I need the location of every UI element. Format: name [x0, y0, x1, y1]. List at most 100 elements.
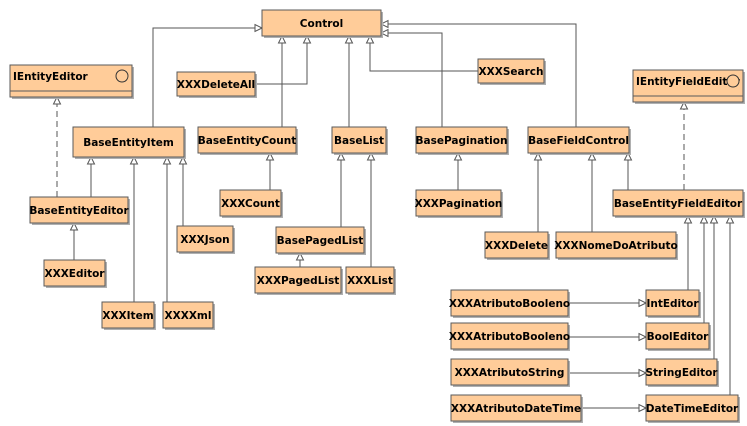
class-xxxsearch[interactable]: XXXSearch [477, 58, 546, 85]
class-name: XXXNomeDoAtributo [554, 240, 677, 252]
class-xxxatributostring[interactable]: XXXAtributoString [450, 358, 570, 387]
inheritance-edge [453, 151, 463, 190]
inheritance-edge [366, 151, 376, 267]
class-xxxatributobooleno1[interactable]: XXXAtributoBooleno [449, 289, 570, 318]
class-basefieldcontrol[interactable]: BaseFieldControl [527, 126, 631, 155]
inheritance-triangle-icon [699, 214, 709, 224]
class-box [450, 289, 569, 317]
class-basepagedlist[interactable]: BasePagedList [275, 226, 366, 255]
inheritance-line [381, 23, 577, 127]
class-xxxeditor[interactable]: XXXEditor [43, 259, 107, 288]
class-name: XXXCount [221, 198, 280, 210]
class-xxxjson[interactable]: XXXJson [176, 225, 235, 254]
arrow-head-icon [638, 332, 648, 342]
class-box [29, 196, 129, 224]
class-box [331, 126, 387, 154]
interface-ientityeditor[interactable]: IEntityEditor [9, 64, 134, 99]
inheritance-line [152, 27, 262, 127]
class-xxxdelete[interactable]: XXXDelete [484, 231, 550, 260]
inheritance-triangle-icon [679, 100, 689, 110]
class-xxxpagination[interactable]: XXXPagination [415, 189, 503, 218]
inheritance-triangle-icon [587, 151, 597, 161]
class-baselist[interactable]: BaseList [331, 126, 388, 155]
arrow-head-icon [638, 368, 648, 378]
class-name: XXXPagedList [257, 275, 340, 287]
association-edge [568, 298, 648, 308]
inheritance-triangle-icon [302, 34, 312, 44]
class-name: XXXDelete [485, 240, 548, 252]
class-name: XXXJson [180, 234, 229, 246]
class-xxxlist[interactable]: XXXList [345, 266, 396, 295]
interface-lollipop-icon [115, 69, 129, 83]
inheritance-edge [623, 151, 633, 190]
class-box [415, 189, 502, 217]
class-name: BaseEntityCount [198, 135, 296, 147]
class-name: BaseEntityEditor [29, 205, 129, 217]
class-name: XXXPagination [415, 198, 503, 210]
class-box [527, 126, 630, 154]
inheritance-triangle-icon [683, 214, 693, 224]
class-baseentityfieldeditor[interactable]: BaseEntityFieldEditor [612, 189, 745, 218]
class-box [450, 322, 569, 350]
inheritance-edge [162, 155, 172, 302]
inheritance-triangle-icon [129, 155, 139, 165]
class-datetimeeditor[interactable]: DateTimeEditor [645, 394, 740, 423]
class-box [197, 126, 297, 154]
class-box [450, 358, 569, 386]
class-xxxitem[interactable]: XXXItem [101, 301, 156, 330]
inheritance-edge [587, 151, 597, 232]
inheritance-edge [336, 151, 346, 227]
class-box [261, 9, 382, 37]
class-box [43, 259, 106, 287]
realization-edge [679, 100, 689, 190]
class-xxxnomedoatributo[interactable]: XXXNomeDoAtributo [554, 231, 678, 260]
inheritance-triangle-icon [344, 34, 354, 44]
class-box [415, 126, 508, 154]
class-box [101, 301, 155, 329]
class-xxxdeleteall[interactable]: XXXDeleteAll [176, 71, 257, 98]
class-box [254, 266, 342, 294]
class-baseentityeditor[interactable]: BaseEntityEditor [29, 196, 130, 225]
class-booleditor[interactable]: BoolEditor [645, 322, 711, 351]
inheritance-edge [699, 214, 709, 323]
inheritance-edge [725, 214, 735, 395]
class-xxxxml[interactable]: XXXXml [162, 301, 215, 330]
class-box [176, 225, 234, 253]
class-inteditor[interactable]: IntEditor [645, 289, 701, 318]
inheritance-triangle-icon [277, 34, 287, 44]
inheritance-triangle-icon [254, 23, 264, 33]
interface-ientityfieldeditor[interactable]: IEntityFieldEditor [632, 69, 745, 104]
inheritance-edge [379, 28, 443, 127]
class-box [645, 394, 739, 422]
class-baseentitycount[interactable]: BaseEntityCount [197, 126, 298, 155]
class-name: XXXAtributoString [455, 367, 565, 379]
class-xxxatributobooleno2[interactable]: XXXAtributoBooleno [449, 322, 570, 351]
class-name: XXXXml [165, 310, 212, 322]
class-name: XXXItem [102, 310, 153, 322]
relations-layer [52, 19, 735, 413]
inheritance-triangle-icon [52, 95, 62, 105]
class-xxxcount[interactable]: XXXCount [219, 189, 283, 218]
inheritance-triangle-icon [623, 151, 633, 161]
class-baseentityitem[interactable]: BaseEntityItem [72, 126, 186, 159]
class-box [275, 226, 365, 254]
inheritance-line [369, 36, 478, 72]
class-basepagination[interactable]: BasePagination [415, 126, 509, 155]
inheritance-edge [533, 151, 543, 232]
class-name: Control [300, 18, 343, 30]
class-box [484, 231, 549, 259]
class-name: BaseEntityFieldEditor [614, 198, 743, 210]
association-edge [568, 332, 648, 342]
class-control[interactable]: Control [261, 9, 383, 38]
class-xxxatributodatetime[interactable]: XXXAtributoDateTime [450, 394, 583, 423]
class-xxxpagedlist[interactable]: XXXPagedList [254, 266, 343, 295]
class-name: XXXAtributoBooleno [449, 331, 570, 343]
inheritance-line [255, 36, 308, 85]
class-stringeditor[interactable]: StringEditor [645, 358, 719, 387]
class-box [477, 58, 545, 84]
inheritance-edge [69, 221, 79, 260]
inheritance-triangle-icon [178, 155, 188, 165]
class-name: IEntityEditor [13, 71, 89, 83]
inheritance-edge [86, 155, 96, 197]
class-name: XXXAtributoDateTime [451, 403, 581, 415]
